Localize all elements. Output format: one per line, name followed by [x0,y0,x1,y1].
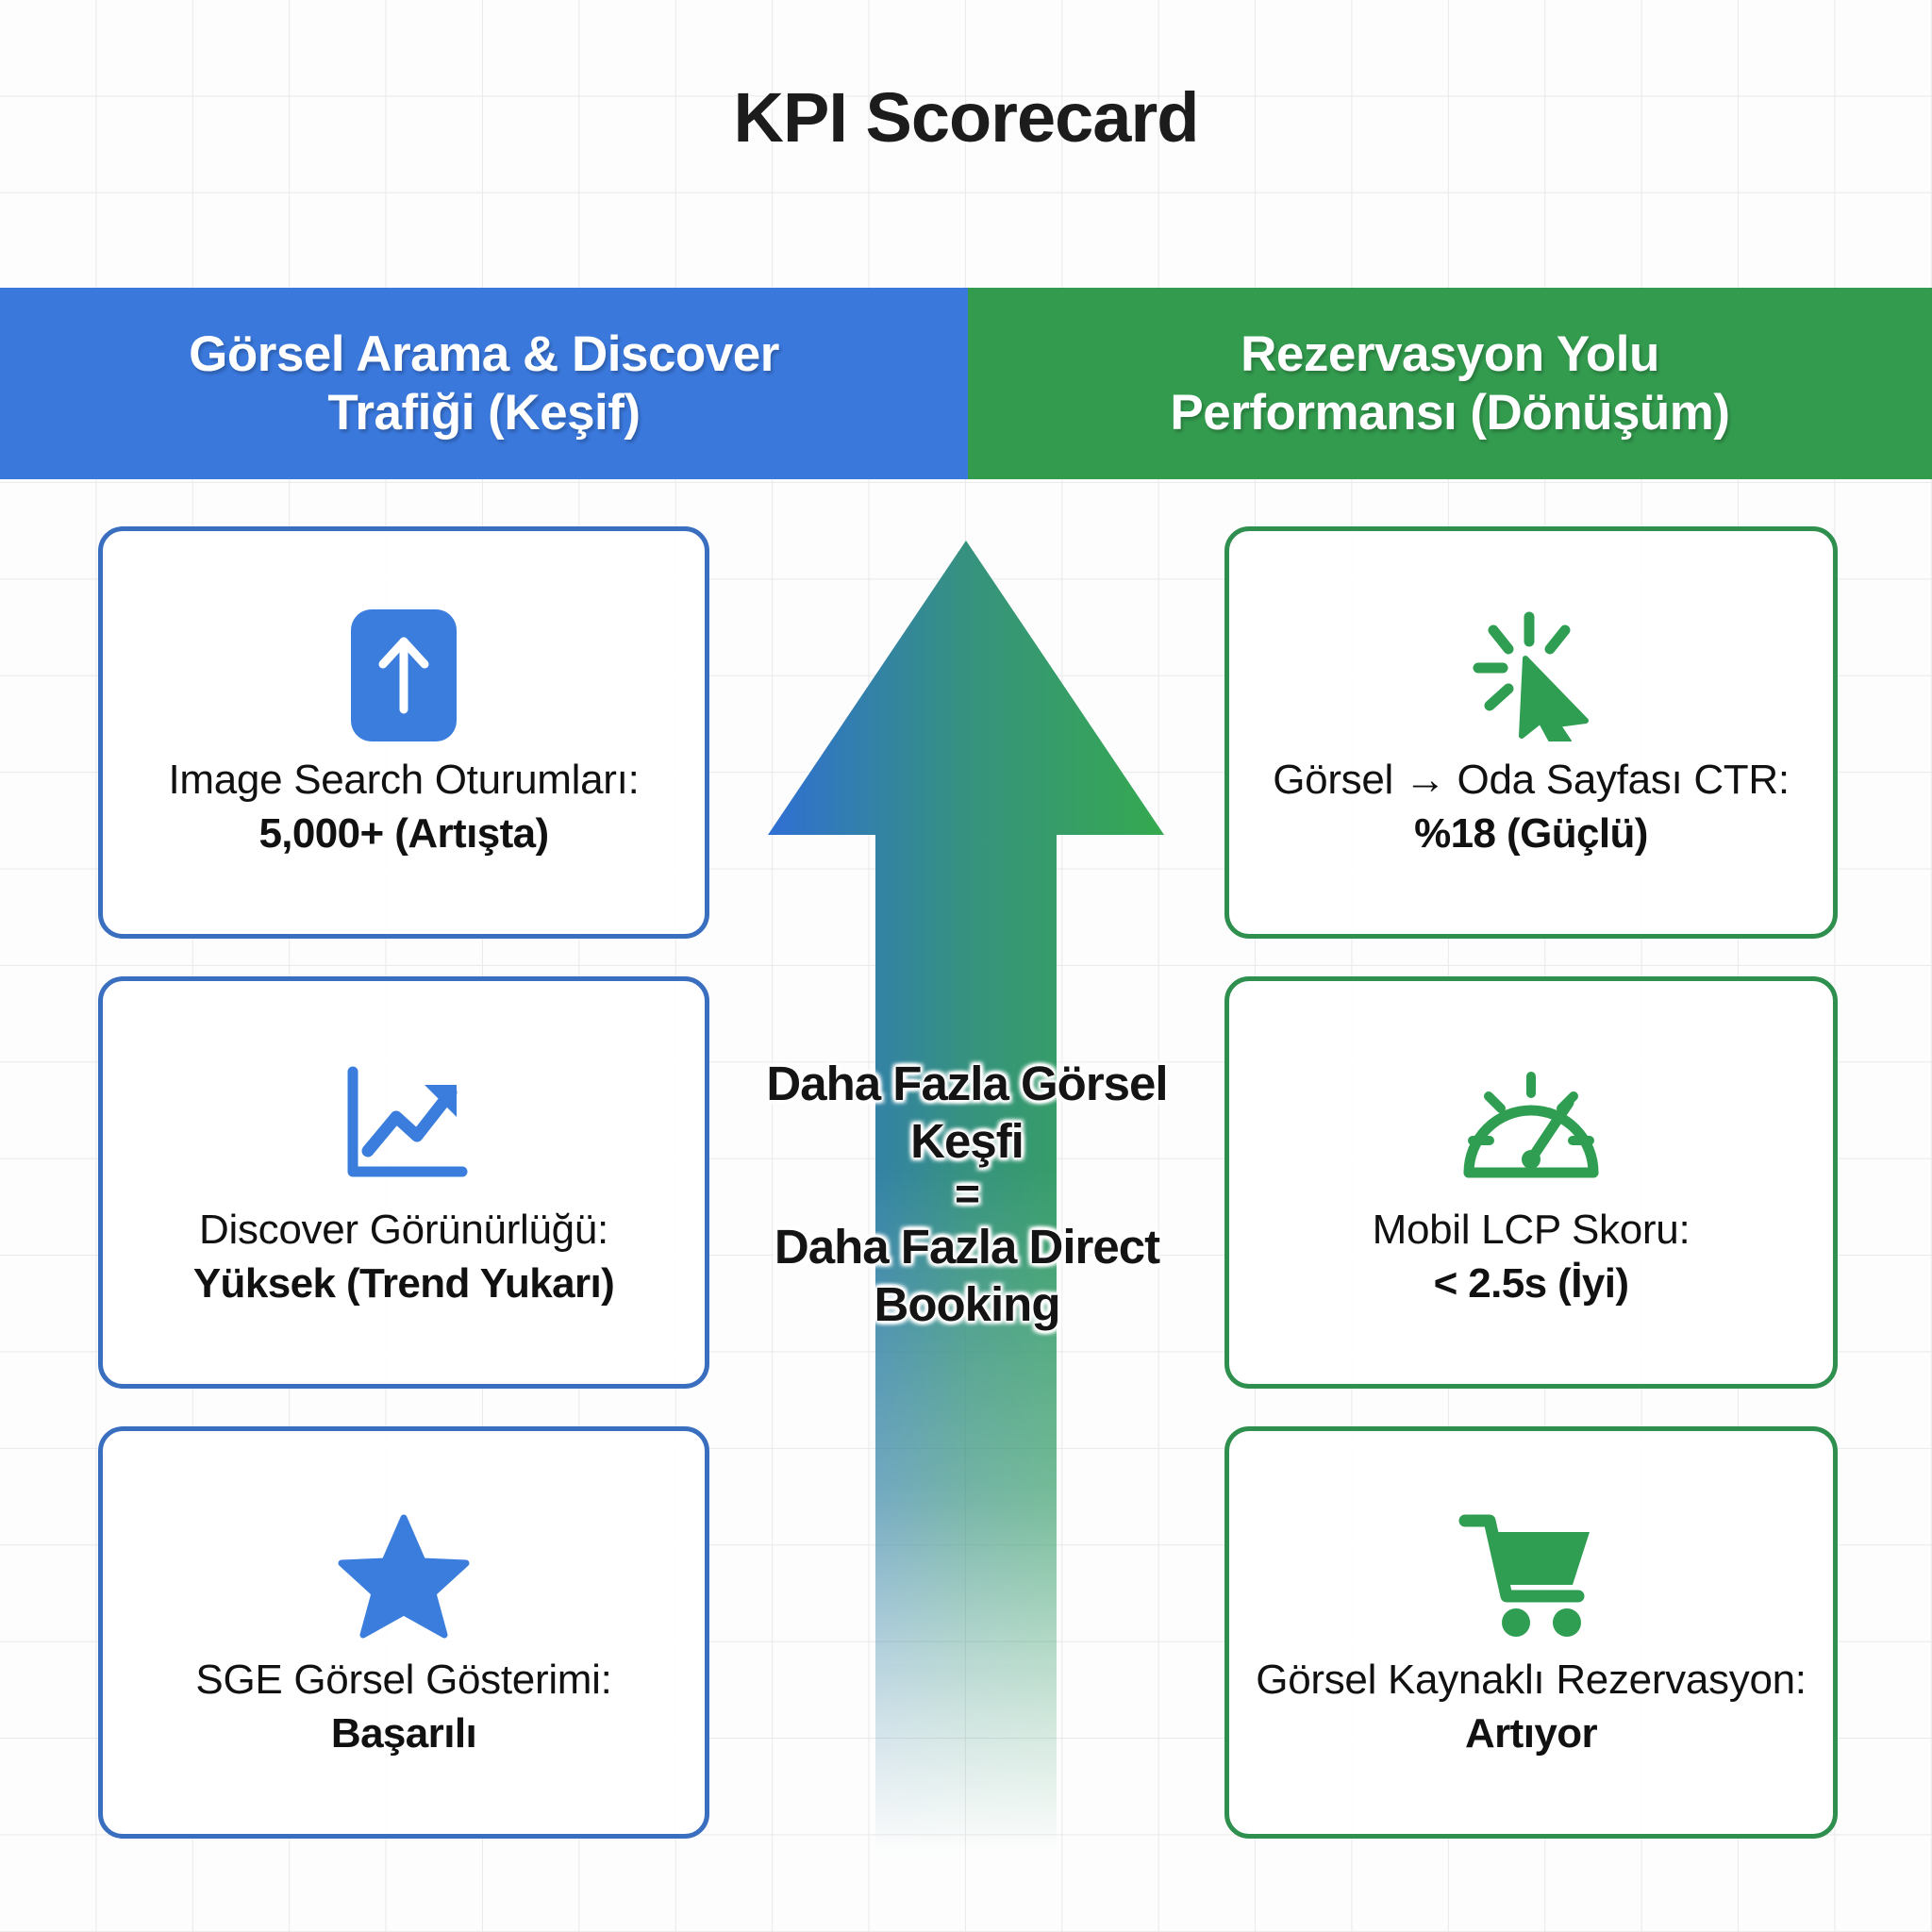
kpi-label-line2: Görünürlüğü: [369,1207,609,1254]
right-header-line2: Performansı (Dönüşüm) [1170,384,1730,441]
trend-chart-up-icon [338,1055,470,1196]
kpi-card-text: Mobil LCP Skoru: < 2.5s (İyi) [1373,1204,1690,1310]
kpi-card-text: Image Search Oturumları: 5,000+ (Artışta… [168,754,639,860]
kpi-label-line1: Görsel → Oda [1273,757,1535,804]
kpi-value: Başarılı [330,1709,477,1757]
center-line-1: Daha Fazla [766,1057,1008,1110]
kpi-label-line2: Sayfası CTR: [1545,757,1790,804]
kpi-card-discover-visibility[interactable]: Discover Görünürlüğü: Yüksek (Trend Yuka… [98,976,709,1389]
left-header-line1: Görsel Arama & Discover [189,325,779,382]
kpi-card-image-sourced-booking[interactable]: Görsel Kaynaklı Rezervasyon: Artıyor [1224,1426,1838,1839]
kpi-card-image-to-room-ctr[interactable]: Görsel → Oda Sayfası CTR: %18 (Güçlü) [1224,526,1838,939]
kpi-label-line1: Discover [199,1207,358,1254]
kpi-value: 5,000+ (Artışta) [258,809,549,857]
page-title: KPI Scorecard [733,78,1200,157]
kpi-value: < 2.5s (İyi) [1433,1259,1629,1307]
kpi-label-line2: Oturumları: [434,757,640,804]
center-equals-sign: = [955,1169,980,1219]
kpi-label-line1: Image Search [168,757,424,804]
kpi-card-text: Görsel → Oda Sayfası CTR: %18 (Güçlü) [1273,754,1790,860]
right-column-header: Rezervasyon Yolu Performansı (Dönüşüm) [968,288,1932,479]
conversion-metrics-column: Görsel → Oda Sayfası CTR: %18 (Güçlü) [1224,526,1838,1876]
kpi-value: Artıyor [1464,1709,1598,1757]
kpi-card-text: Discover Görünürlüğü: Yüksek (Trend Yuka… [192,1204,615,1310]
kpi-card-image-search-sessions[interactable]: Image Search Oturumları: 5,000+ (Artışta… [98,526,709,939]
kpi-card-mobile-lcp-score[interactable]: Mobil LCP Skoru: < 2.5s (İyi) [1224,976,1838,1389]
kpi-label-line1: Görsel Kaynaklı [1256,1657,1545,1704]
shopping-cart-icon [1457,1505,1605,1646]
center-line-3: Daha Fazla [774,1219,1017,1274]
center-line-4: Direct Booking [874,1219,1161,1332]
left-header-line2: Trafiği (Keşif) [327,384,641,441]
right-header-line1: Rezervasyon Yolu [1241,325,1659,382]
speedometer-gauge-icon [1457,1055,1605,1196]
big-up-arrow-gradient [745,533,1187,1854]
center-line-2: Görsel Keşfi [910,1057,1168,1169]
kpi-label-line2: Rezervasyon: [1556,1657,1807,1704]
kpi-value: %18 (Güçlü) [1414,809,1648,857]
upward-arrow-badge-icon [351,605,457,746]
kpi-value: Yüksek (Trend Yukarı) [192,1259,615,1307]
star-icon [338,1505,470,1646]
click-cursor-icon [1463,605,1599,746]
kpi-label-line1: SGE Görsel Gösterimi: [195,1657,612,1704]
kpi-card-sge-image-display[interactable]: SGE Görsel Gösterimi: Başarılı [98,1426,709,1839]
kpi-label-line1: Mobil LCP Skoru: [1372,1207,1690,1254]
discovery-metrics-column: Image Search Oturumları: 5,000+ (Artışta… [98,526,709,1876]
left-column-header: Görsel Arama & Discover Trafiği (Keşif) [0,288,968,479]
kpi-card-text: SGE Görsel Gösterimi: Başarılı [195,1654,611,1760]
kpi-card-text: Görsel Kaynaklı Rezervasyon: Artıyor [1256,1654,1807,1760]
center-equation-text: Daha Fazla Görsel Keşfi = Daha Fazla Dir… [717,1055,1217,1333]
